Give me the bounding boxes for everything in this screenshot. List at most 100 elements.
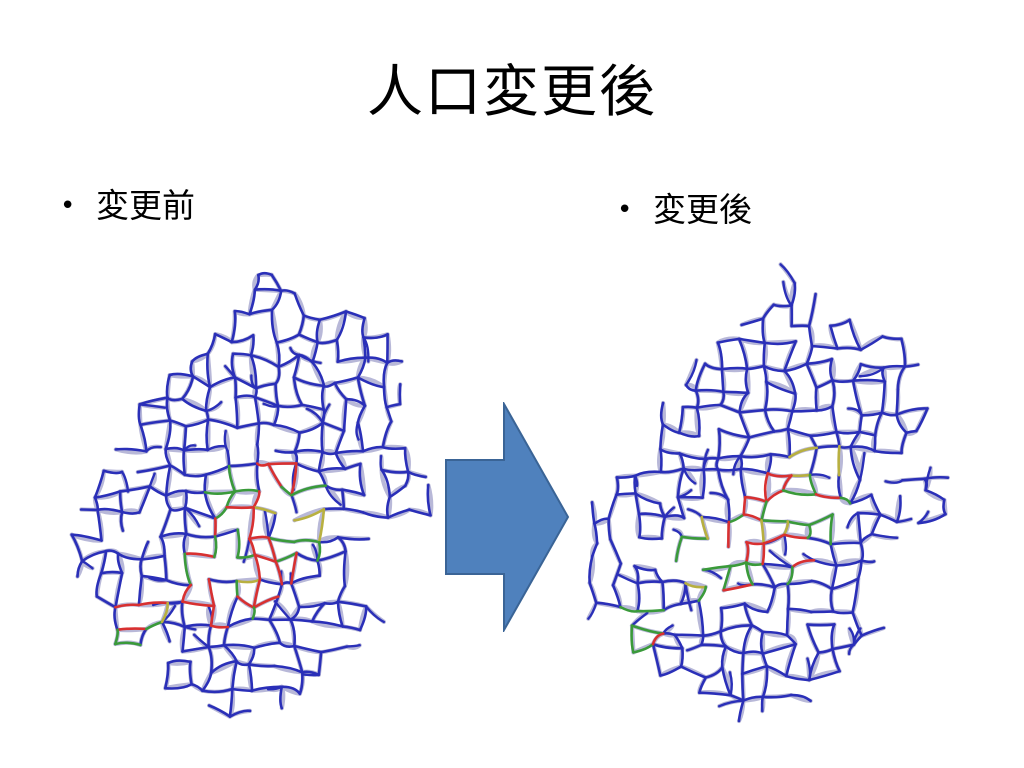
road-segment — [805, 344, 814, 366]
road-segment — [165, 489, 188, 497]
road-segment — [181, 625, 186, 653]
road-segment — [744, 367, 750, 395]
road-segment — [205, 418, 210, 452]
road-segment — [895, 413, 908, 434]
road-segment — [358, 462, 366, 497]
road-segment — [661, 580, 666, 612]
road-segment — [611, 583, 622, 609]
road-segment — [266, 685, 283, 691]
road-segment — [255, 422, 261, 446]
bullet-dot: • — [617, 195, 633, 225]
road-segment — [851, 378, 887, 383]
road-segment — [700, 515, 731, 524]
road-segment — [765, 489, 785, 504]
road-segment — [924, 488, 946, 502]
road-segment — [848, 318, 862, 352]
road-segment — [870, 513, 882, 536]
road-segment — [276, 403, 304, 409]
road-segment — [148, 472, 156, 488]
road-segment — [324, 484, 342, 506]
road-segment — [769, 453, 791, 459]
road-segment — [222, 625, 230, 647]
road-segment — [356, 356, 367, 379]
road-segment — [116, 552, 124, 575]
road-segment — [116, 627, 148, 632]
road-segment — [737, 337, 767, 345]
road-segment — [856, 511, 882, 516]
road-segment — [766, 453, 773, 475]
road-segment — [164, 419, 172, 451]
road-segment — [942, 498, 947, 516]
road-segment — [659, 401, 665, 426]
road-segment — [742, 624, 754, 655]
road-segment — [317, 467, 347, 473]
road-segment — [829, 587, 835, 613]
road-segment — [293, 507, 326, 522]
road-segment — [924, 466, 932, 492]
road-segment — [206, 418, 239, 430]
road-segment — [247, 663, 276, 668]
road-segment — [786, 566, 794, 586]
road-segment — [716, 341, 724, 371]
road-segment — [700, 515, 709, 540]
road-segment — [835, 559, 863, 567]
road-segment — [829, 324, 839, 350]
road-segment — [317, 470, 327, 487]
road-segment — [729, 561, 748, 568]
road-segment — [880, 380, 887, 414]
road-segment — [761, 642, 797, 655]
road-segment — [637, 512, 667, 519]
road-segment — [701, 564, 732, 572]
road-segment — [236, 422, 261, 430]
road-segment — [659, 423, 665, 451]
road-network-after-image — [586, 262, 950, 724]
road-segment — [663, 506, 676, 519]
road-segment — [253, 387, 258, 399]
right-arrow-icon — [445, 402, 570, 632]
road-segment — [634, 492, 662, 505]
road-segment — [290, 582, 301, 609]
road-segment — [203, 490, 217, 520]
road-segment — [213, 528, 239, 538]
road-segment — [207, 624, 213, 649]
road-segment — [340, 488, 346, 511]
road-segment — [738, 391, 750, 414]
road-segment — [160, 601, 170, 624]
road-segment — [252, 490, 261, 509]
road-segment — [743, 495, 768, 504]
road-segment — [593, 522, 599, 545]
road-segment — [166, 600, 183, 605]
road-segment — [250, 374, 258, 390]
road-segment — [684, 582, 693, 612]
road-segment — [779, 263, 796, 285]
road-segment — [805, 357, 834, 366]
road-segment — [207, 645, 213, 675]
bullet-before-label: 変更前 — [96, 186, 195, 225]
road-segment — [697, 599, 705, 637]
road-segment — [181, 600, 216, 608]
road-segment — [316, 550, 347, 562]
road-segment — [702, 448, 710, 471]
road-network-before-image — [69, 271, 434, 719]
road-segment — [274, 551, 298, 563]
road-segment — [184, 489, 207, 495]
road-segment — [113, 605, 119, 632]
road-segment — [99, 549, 108, 575]
road-segment — [781, 489, 818, 497]
road-segment — [206, 444, 227, 452]
road-segment — [719, 624, 754, 633]
road-segment — [267, 462, 283, 489]
road-segment — [680, 535, 709, 540]
road-segment — [812, 559, 838, 567]
road-segment — [694, 388, 725, 394]
road-segment — [255, 443, 260, 465]
road-segment — [638, 535, 664, 541]
road-segment — [249, 354, 258, 390]
road-segment — [386, 508, 411, 519]
road-segment — [290, 484, 327, 497]
road-segment — [633, 470, 663, 478]
road-segment — [634, 492, 641, 516]
road-segment — [310, 620, 344, 628]
road-segment — [148, 485, 168, 497]
